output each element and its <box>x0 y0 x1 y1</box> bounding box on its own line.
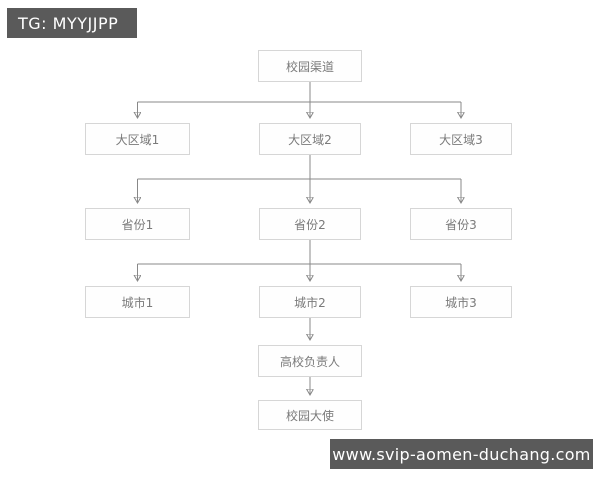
node-province-3: 省份3 <box>410 208 512 240</box>
node-region-3: 大区域3 <box>410 123 512 155</box>
node-province-2: 省份2 <box>259 208 361 240</box>
node-city-2: 城市2 <box>259 286 361 318</box>
node-city-3: 城市3 <box>410 286 512 318</box>
edge-root-branch <box>137 82 461 103</box>
node-university-leader: 高校负责人 <box>258 345 362 377</box>
edge-province2-branch <box>137 240 461 265</box>
node-province-1: 省份1 <box>85 208 190 240</box>
node-city-1: 城市1 <box>85 286 190 318</box>
node-campus-ambassador: 校园大使 <box>258 400 362 430</box>
watermark-top-text: TG: MYYJJPP <box>18 13 119 33</box>
node-campus-channel: 校园渠道 <box>258 50 362 82</box>
watermark-top-banner: TG: MYYJJPP <box>7 8 137 38</box>
node-region-2: 大区域2 <box>259 123 361 155</box>
node-region-1: 大区域1 <box>85 123 190 155</box>
watermark-bottom-text: www.svip-aomen-duchang.com <box>332 444 591 464</box>
watermark-bottom-banner: www.svip-aomen-duchang.com <box>330 439 593 469</box>
edge-region2-branch <box>137 155 461 180</box>
